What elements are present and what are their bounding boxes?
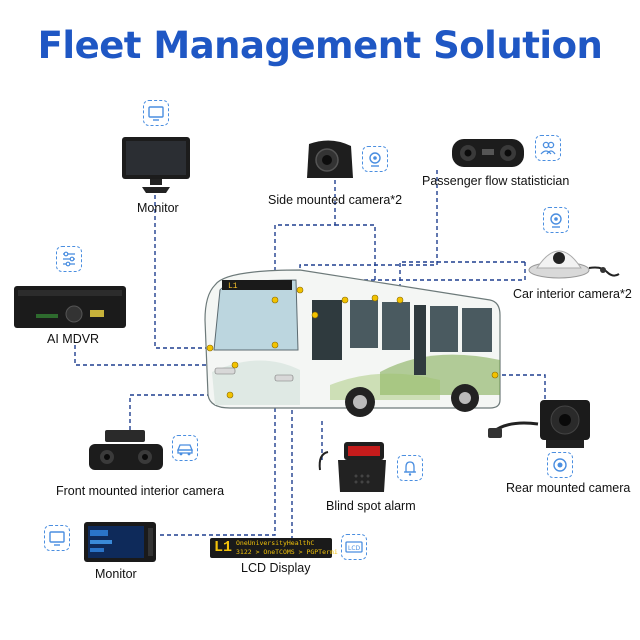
lcd-line1-text: OneUniversityHealthC <box>236 539 315 547</box>
label-passenger-flow: Passenger flow statistician <box>422 174 570 188</box>
car-icon <box>172 435 198 461</box>
label-side-camera: Side mounted camera*2 <box>268 193 403 207</box>
connector-ai-mdvr <box>74 345 235 366</box>
people-icon <box>535 135 561 161</box>
connection-points <box>206 286 499 399</box>
lcd-line2-text: 3122 > OneTCOMS > PGPTermi <box>236 548 338 556</box>
page-title: Fleet Management Solution <box>37 24 603 67</box>
label-monitor-top: Monitor <box>137 201 179 215</box>
passenger-flow-device <box>452 139 524 167</box>
label-lcd-display: LCD Display <box>241 561 311 575</box>
bus-illustration <box>204 269 501 417</box>
lcd-icon: LCD <box>341 534 367 560</box>
bus-sign-text: L1 <box>228 282 238 291</box>
label-monitor-bottom: Monitor <box>95 567 137 581</box>
connector-monitor-bottom <box>160 385 276 536</box>
rear-camera-device <box>488 400 590 448</box>
bus-windshield <box>213 279 299 351</box>
bus-window <box>430 306 458 352</box>
bus-front-panel <box>212 360 300 405</box>
bus-door-front <box>312 300 342 360</box>
label-rear-camera: Rear mounted camera <box>506 481 631 495</box>
svg-text:LCD: LCD <box>348 545 361 552</box>
monitor-top-device <box>122 137 190 193</box>
label-interior-camera: Car interior camera*2 <box>513 287 632 301</box>
alarm-bell-icon <box>397 455 423 481</box>
monitor-icon <box>44 525 70 551</box>
connector-rear-camera <box>495 374 546 400</box>
bus-window <box>350 300 378 348</box>
bus-destination-sign <box>222 280 292 290</box>
lcd-route-text: L1 <box>214 539 233 556</box>
webcam-icon <box>543 207 569 233</box>
connector-front-camera <box>129 394 230 430</box>
webcam-icon <box>362 146 388 172</box>
side-camera-device <box>307 140 353 178</box>
bus-livery <box>380 354 500 395</box>
bus-window <box>462 308 492 352</box>
connector-passenger-flow <box>299 170 438 290</box>
front-camera-device <box>89 430 163 470</box>
sliders-icon <box>56 246 82 272</box>
label-ai-mdvr: AI MDVR <box>47 332 100 346</box>
monitor-bottom-device <box>84 522 156 562</box>
label-front-camera: Front mounted interior camera <box>56 484 225 498</box>
connector-interior-camera-b <box>344 262 526 300</box>
connector-side-camera-left <box>274 180 336 300</box>
monitor-icon <box>143 100 169 126</box>
lcd-display-device: L1 OneUniversityHealthC 3122 > OneTCOMS … <box>210 538 338 558</box>
bus-window <box>382 302 410 350</box>
bus-door-mid <box>414 305 426 375</box>
camera-icon <box>547 452 573 478</box>
interior-camera-device <box>528 250 620 279</box>
connector-monitor-top <box>154 195 210 349</box>
ai-mdvr-device <box>14 286 126 328</box>
label-blind-spot: Blind spot alarm <box>326 499 416 513</box>
blind-spot-device <box>318 442 386 492</box>
